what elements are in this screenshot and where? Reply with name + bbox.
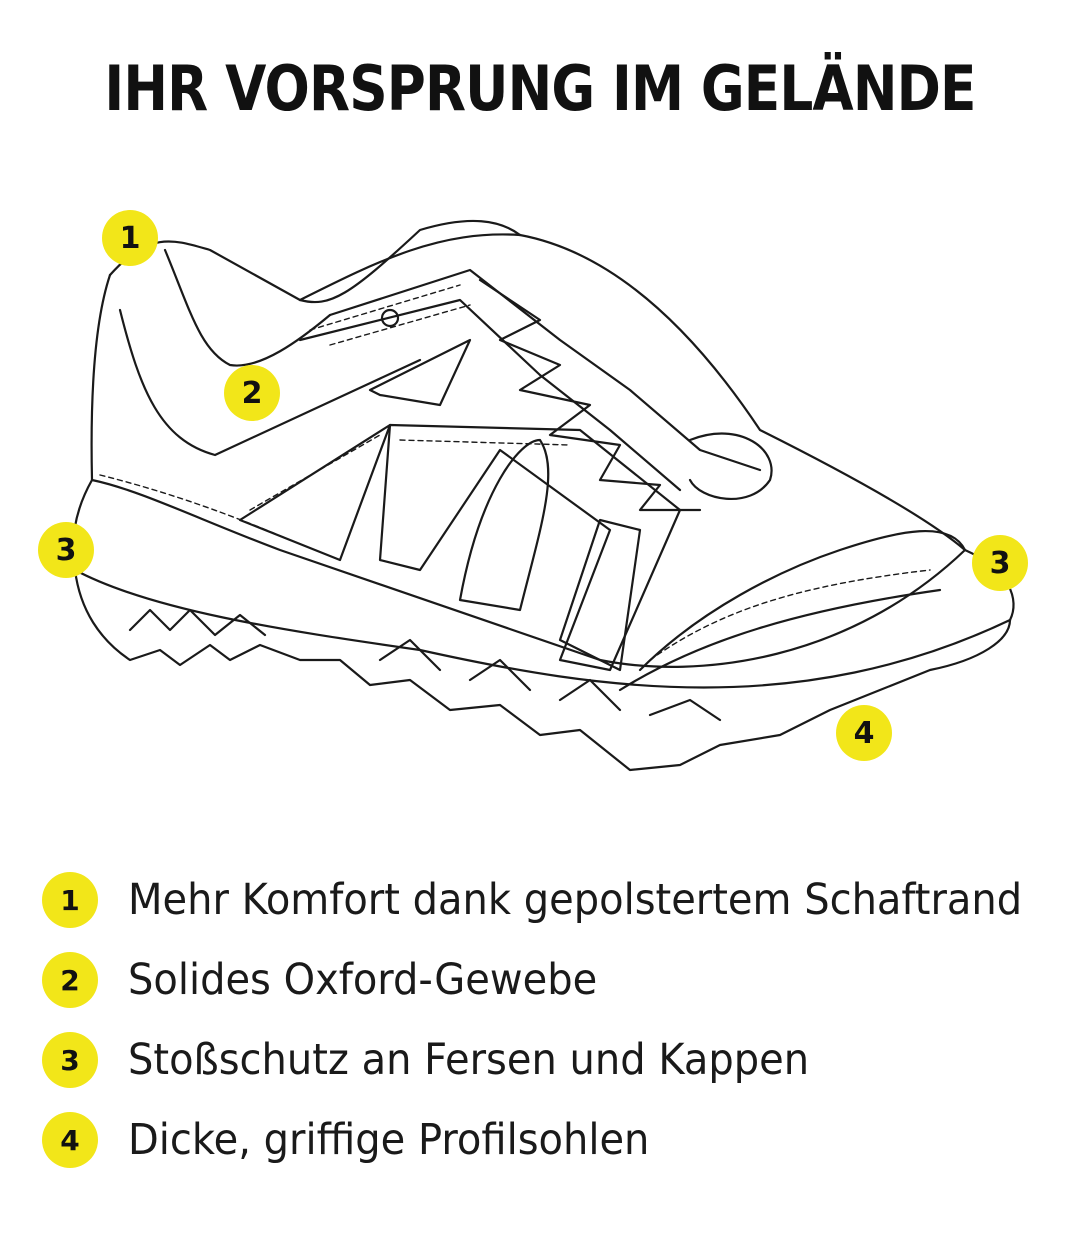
eyestay: [328, 268, 762, 472]
lacing: [478, 278, 702, 512]
marker-2: 2: [224, 365, 280, 421]
tread-lugs: [128, 608, 722, 722]
eyestay-inner: [298, 298, 682, 492]
shoe-line-drawing: [72, 219, 1015, 772]
heel-counter: [90, 273, 112, 482]
side-panel-4: [458, 438, 550, 612]
eyelet: [380, 308, 400, 328]
legend-number-badge: 2: [42, 952, 98, 1008]
marker-4: 4: [836, 705, 892, 761]
midsole-top: [90, 478, 967, 668]
legend-text: Solides Oxford-Gewebe: [128, 955, 598, 1005]
side-panel-1: [368, 338, 472, 407]
legend-number-badge: 4: [42, 1112, 98, 1168]
legend-text: Stoßschutz an Fersen und Kappen: [128, 1035, 810, 1085]
legend-text: Mehr Komfort dank gepolstertem Schaftran…: [128, 875, 1023, 925]
collar-inner: [163, 248, 332, 367]
marker-3-toe: 3: [972, 535, 1028, 591]
collar-padding: [118, 308, 422, 457]
legend-number-badge: 3: [42, 1032, 98, 1088]
marker-3-heel: 3: [38, 522, 94, 578]
feature-legend: 1 Mehr Komfort dank gepolstertem Schaftr…: [42, 860, 1052, 1180]
side-panel-5: [558, 518, 642, 672]
outsole: [73, 568, 1012, 772]
legend-text: Dicke, griffige Profilsohlen: [128, 1115, 650, 1165]
legend-item: 2 Solides Oxford-Gewebe: [42, 940, 1052, 1020]
legend-item: 3 Stoßschutz an Fersen und Kappen: [42, 1020, 1052, 1100]
side-panel-2: [238, 423, 392, 562]
stitching: [99, 284, 931, 661]
lace-loop: [688, 432, 773, 501]
midsole-bottom: [73, 568, 1012, 689]
marker-1: 1: [102, 210, 158, 266]
toe-cap: [638, 529, 967, 672]
collar-outline: [108, 219, 522, 304]
legend-item: 4 Dicke, griffige Profilsohlen: [42, 1100, 1052, 1180]
legend-item: 1 Mehr Komfort dank gepolstertem Schaftr…: [42, 860, 1052, 940]
side-panel-3: [378, 423, 682, 672]
tongue: [298, 233, 522, 302]
page-title: IHR VORSPRUNG IM GELÄNDE: [104, 52, 976, 125]
legend-number-badge: 1: [42, 872, 98, 928]
upper-top: [518, 233, 967, 552]
toe-cap-inner: [618, 588, 942, 692]
